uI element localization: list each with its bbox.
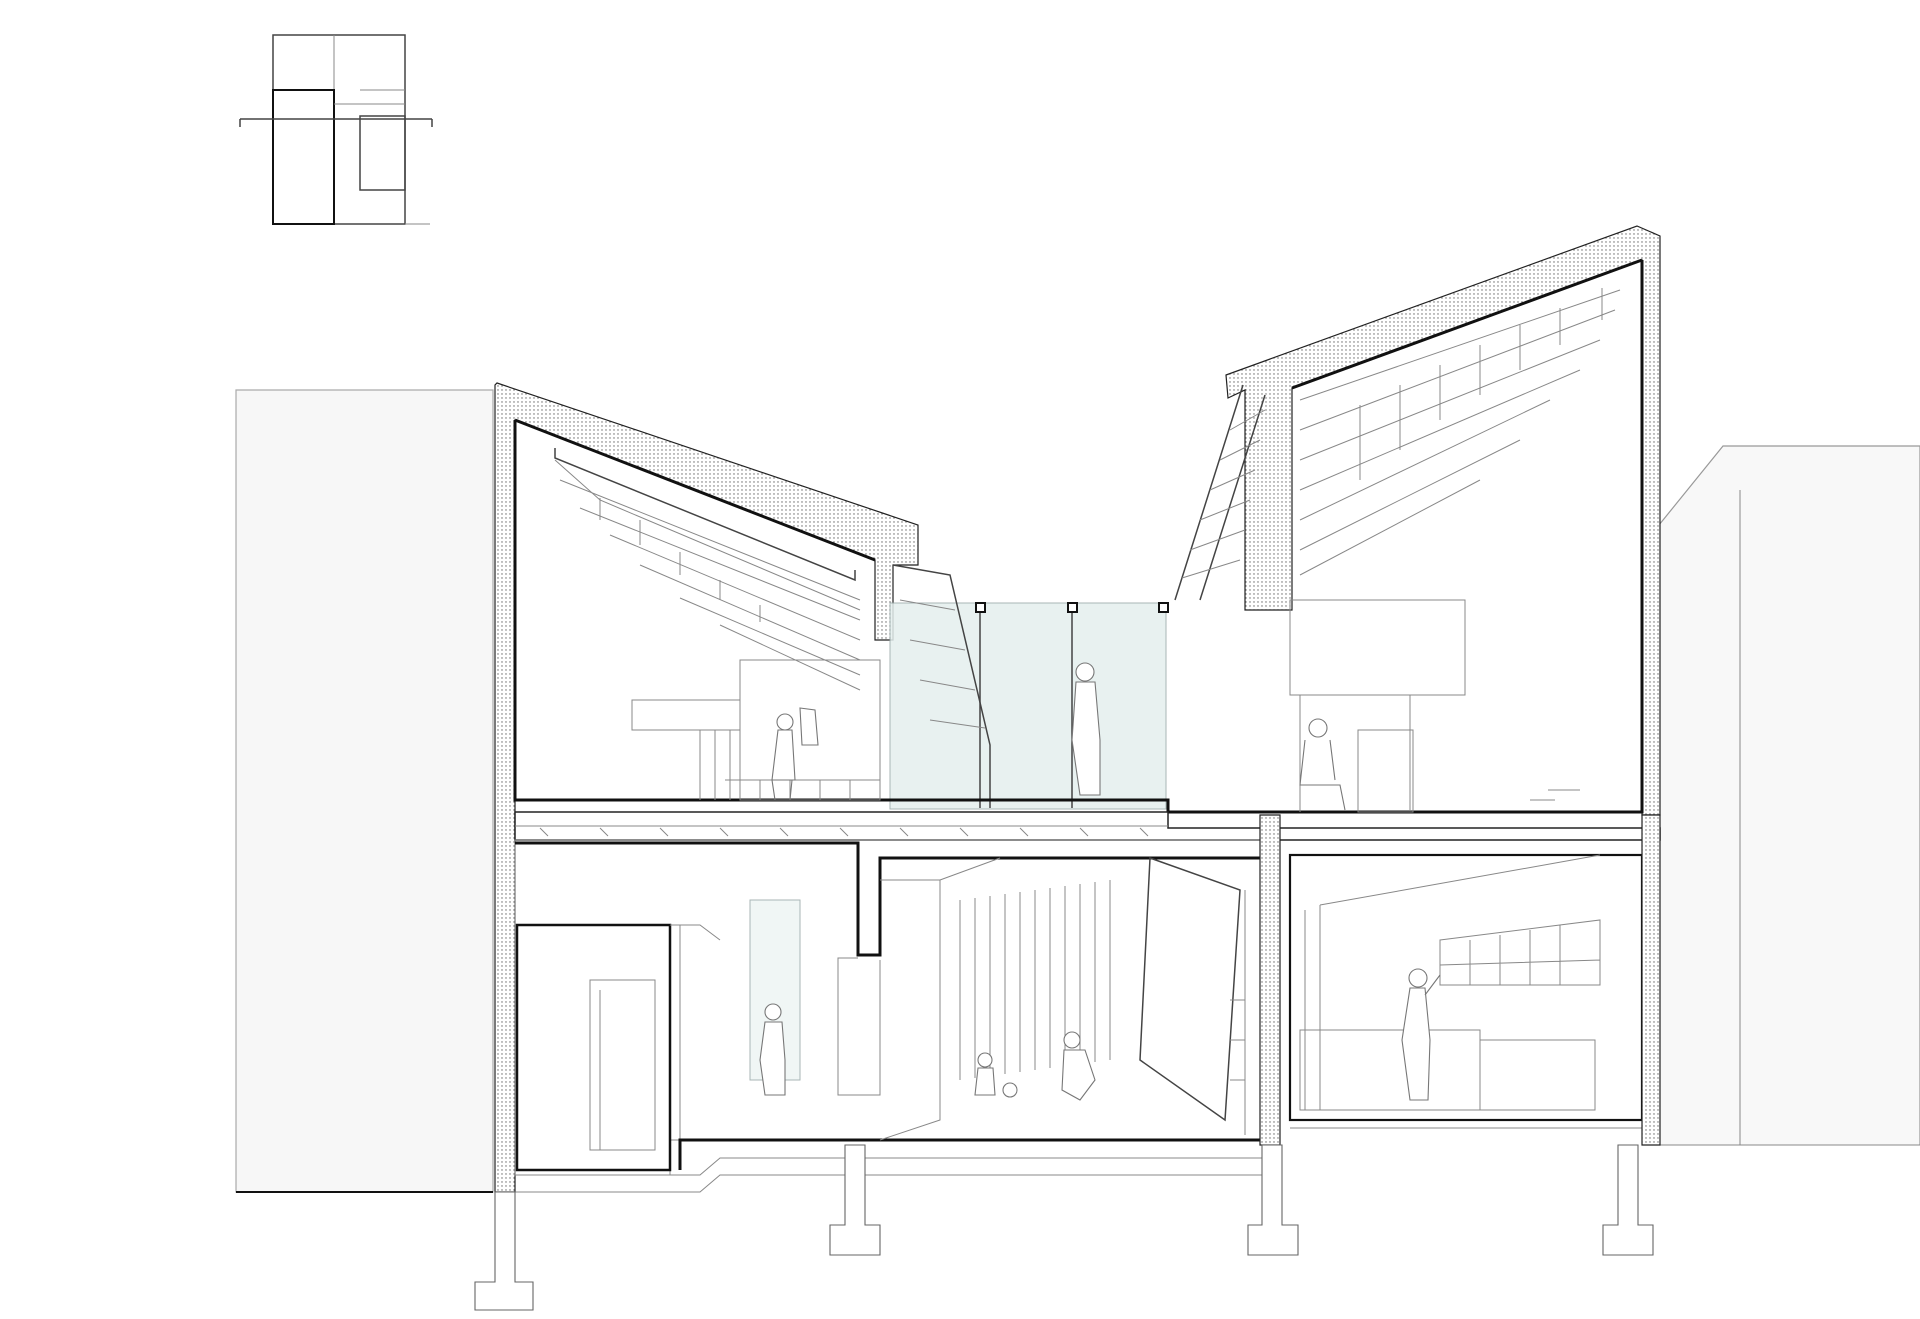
person-ground-left xyxy=(759,1003,786,1096)
person-kitchen xyxy=(1401,968,1441,1101)
child-sitting xyxy=(974,1052,1018,1098)
glass-courtyard xyxy=(889,564,1169,810)
key-plan xyxy=(239,34,433,225)
child-running xyxy=(1061,1031,1096,1101)
person-glass-corridor xyxy=(1071,662,1101,796)
upper-floor xyxy=(513,260,1644,814)
person-seated-upper xyxy=(1299,718,1346,811)
section-cut-arrows xyxy=(239,119,433,127)
person-hanging-coat xyxy=(771,707,819,801)
floor-slab xyxy=(514,811,1661,841)
right-roof xyxy=(1174,225,1661,816)
right-wall xyxy=(1259,814,1661,1146)
neighbor-buildings xyxy=(235,389,1920,1193)
foundations xyxy=(474,1144,1654,1311)
left-roof xyxy=(494,382,919,1193)
ground-floor xyxy=(514,839,1644,1176)
people-figures xyxy=(759,662,1441,1101)
